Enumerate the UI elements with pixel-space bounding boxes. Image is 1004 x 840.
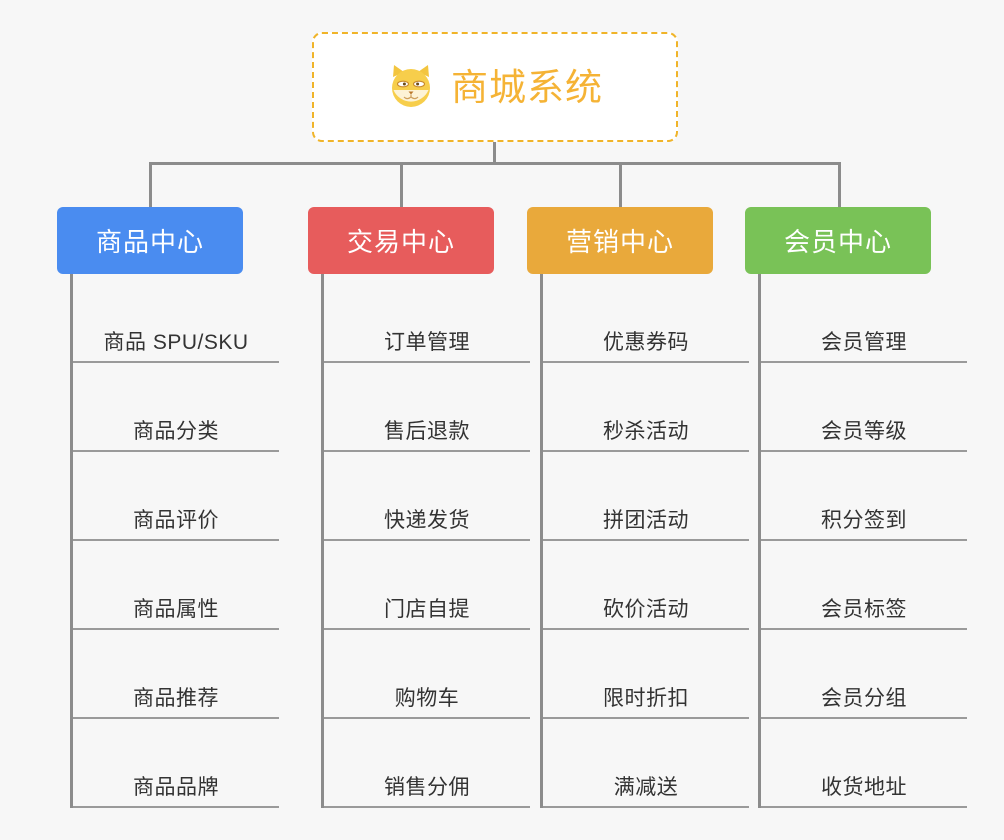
leaf-label: 商品 SPU/SKU <box>103 330 249 354</box>
list-item[interactable]: 购物车 <box>324 630 530 719</box>
leaf-label: 会员分组 <box>821 686 907 710</box>
category-label-1: 商品中心 <box>95 227 204 257</box>
leaf-label: 商品属性 <box>133 597 219 621</box>
connector-bus <box>149 162 841 165</box>
list-item[interactable]: 快递发货 <box>324 452 530 541</box>
shiba-dog-icon <box>387 63 435 111</box>
leaf-label: 购物车 <box>394 686 460 710</box>
list-item[interactable]: 会员标签 <box>761 541 967 630</box>
list-item[interactable]: 砍价活动 <box>543 541 749 630</box>
list-item[interactable]: 限时折扣 <box>543 630 749 719</box>
leaf-label: 积分签到 <box>821 508 907 532</box>
leaf-label: 门店自提 <box>384 597 470 621</box>
list-item[interactable]: 门店自提 <box>324 541 530 630</box>
list-item[interactable]: 商品推荐 <box>73 630 279 719</box>
list-item[interactable]: 销售分佣 <box>324 719 530 808</box>
category-label-3: 营销中心 <box>565 227 674 257</box>
leaf-label: 商品分类 <box>133 419 219 443</box>
leaf-label: 优惠券码 <box>603 330 689 354</box>
list-item[interactable]: 订单管理 <box>324 274 530 363</box>
list-item[interactable]: 商品品牌 <box>73 719 279 808</box>
root-node[interactable]: 商城系统 <box>312 32 678 142</box>
leaf-label: 秒杀活动 <box>603 419 689 443</box>
connector-drop-1 <box>149 162 152 208</box>
category-box-3[interactable]: 营销中心 <box>527 207 713 274</box>
leaf-label: 会员等级 <box>821 419 907 443</box>
list-item[interactable]: 优惠券码 <box>543 274 749 363</box>
leaf-column-4: 会员管理 会员等级 积分签到 会员标签 会员分组 收货地址 <box>758 274 988 808</box>
category-label-4: 会员中心 <box>783 227 892 257</box>
list-item[interactable]: 秒杀活动 <box>543 363 749 452</box>
leaf-label: 商品推荐 <box>133 686 219 710</box>
leaf-label: 商品品牌 <box>133 775 219 799</box>
category-box-4[interactable]: 会员中心 <box>745 207 931 274</box>
leaf-label: 收货地址 <box>821 775 907 799</box>
list-item[interactable]: 积分签到 <box>761 452 967 541</box>
leaf-label: 快递发货 <box>384 508 470 532</box>
list-item[interactable]: 商品分类 <box>73 363 279 452</box>
leaf-label: 满减送 <box>613 775 679 799</box>
leaf-label: 订单管理 <box>384 330 470 354</box>
connector-drop-4 <box>838 162 841 208</box>
root-node-label: 商城系统 <box>451 66 603 108</box>
connector-drop-2 <box>400 162 403 208</box>
list-item[interactable]: 满减送 <box>543 719 749 808</box>
category-label-2: 交易中心 <box>346 227 455 257</box>
category-box-2[interactable]: 交易中心 <box>308 207 494 274</box>
leaf-column-2: 订单管理 售后退款 快递发货 门店自提 购物车 销售分佣 <box>321 274 551 808</box>
leaf-label: 会员标签 <box>821 597 907 621</box>
list-item[interactable]: 商品 SPU/SKU <box>73 274 279 363</box>
leaf-label: 拼团活动 <box>603 508 689 532</box>
leaf-column-1: 商品 SPU/SKU 商品分类 商品评价 商品属性 商品推荐 商品品牌 <box>70 274 300 808</box>
list-item[interactable]: 拼团活动 <box>543 452 749 541</box>
connector-trunk <box>493 142 496 164</box>
category-box-1[interactable]: 商品中心 <box>57 207 243 274</box>
leaf-label: 限时折扣 <box>603 686 689 710</box>
leaf-label: 商品评价 <box>133 508 219 532</box>
list-item[interactable]: 会员等级 <box>761 363 967 452</box>
list-item[interactable]: 会员分组 <box>761 630 967 719</box>
list-item[interactable]: 会员管理 <box>761 274 967 363</box>
leaf-label: 销售分佣 <box>384 775 470 799</box>
list-item[interactable]: 商品属性 <box>73 541 279 630</box>
connector-drop-3 <box>619 162 622 208</box>
list-item[interactable]: 收货地址 <box>761 719 967 808</box>
list-item[interactable]: 售后退款 <box>324 363 530 452</box>
leaf-label: 售后退款 <box>384 419 470 443</box>
leaf-column-3: 优惠券码 秒杀活动 拼团活动 砍价活动 限时折扣 满减送 <box>540 274 770 808</box>
list-item[interactable]: 商品评价 <box>73 452 279 541</box>
leaf-label: 会员管理 <box>821 330 907 354</box>
leaf-label: 砍价活动 <box>603 597 689 621</box>
